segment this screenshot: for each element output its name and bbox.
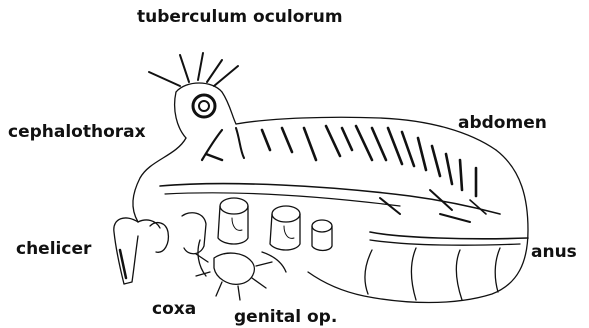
label-cephalothorax: cephalothorax <box>8 124 146 141</box>
chelicer <box>114 218 160 284</box>
coxae <box>150 198 332 254</box>
abdomen <box>160 150 528 303</box>
label-tuberculum-oculorum: tuberculum oculorum <box>137 9 343 26</box>
label-abdomen: abdomen <box>458 115 547 132</box>
label-chelicer: chelicer <box>16 241 91 258</box>
label-coxa: coxa <box>152 301 196 318</box>
tubercle-spines <box>149 53 238 86</box>
label-genital-op: genital op. <box>234 309 337 326</box>
genital-operculum <box>196 240 286 300</box>
label-anus: anus <box>531 244 577 261</box>
cephalothorax <box>133 117 496 222</box>
tuberculum-oculorum <box>175 83 236 138</box>
